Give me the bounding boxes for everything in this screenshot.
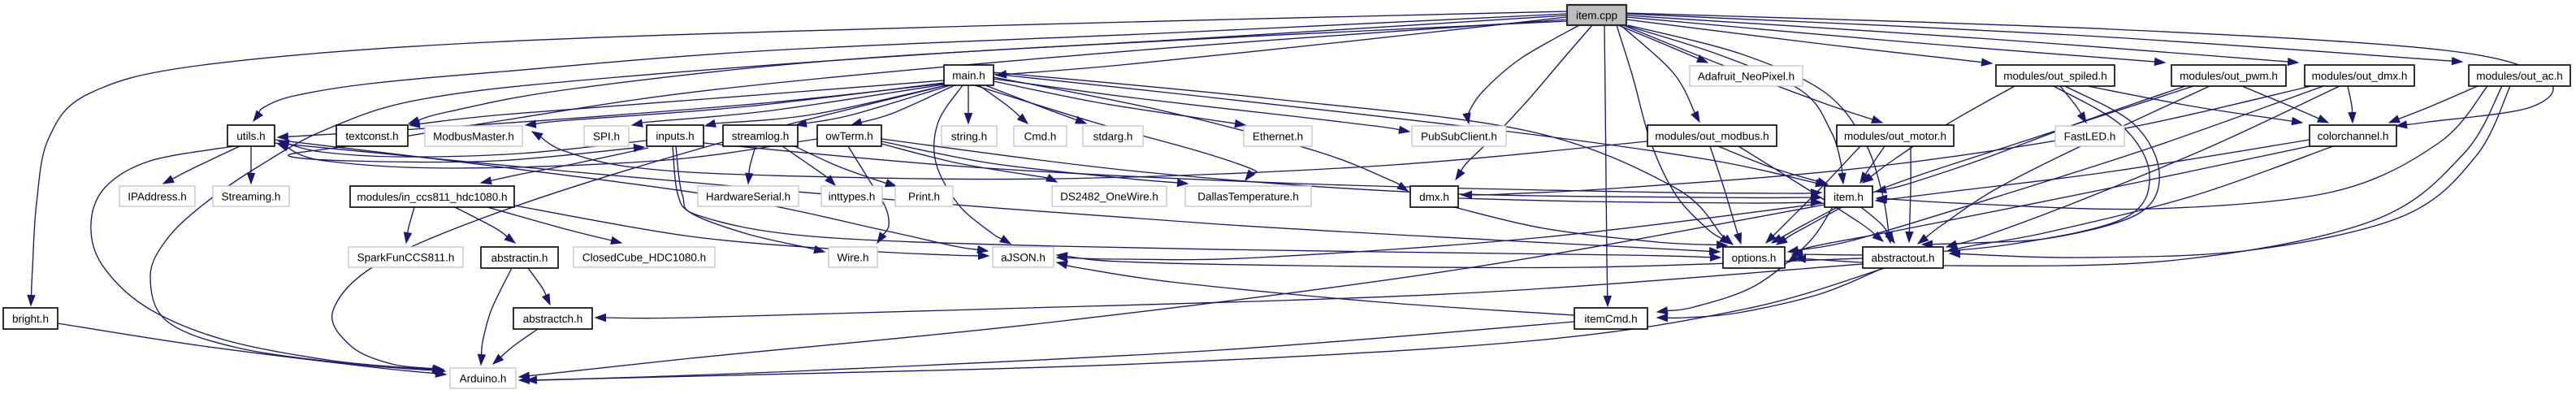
svg-text:streamlog.h: streamlog.h xyxy=(732,130,790,142)
svg-text:stdarg.h: stdarg.h xyxy=(1093,130,1133,142)
svg-text:DallasTemperature.h: DallasTemperature.h xyxy=(1197,190,1299,202)
svg-text:colorchannel.h: colorchannel.h xyxy=(2318,130,2389,142)
svg-text:bright.h: bright.h xyxy=(12,313,49,325)
svg-text:modules/out_spiled.h: modules/out_spiled.h xyxy=(2003,70,2107,82)
svg-text:PubSubClient.h: PubSubClient.h xyxy=(1421,130,1497,142)
svg-text:utils.h: utils.h xyxy=(236,130,265,142)
svg-text:textconst.h: textconst.h xyxy=(345,130,398,142)
svg-text:Ethernet.h: Ethernet.h xyxy=(1253,130,1303,142)
svg-text:SPI.h: SPI.h xyxy=(593,130,620,142)
svg-text:item.h: item.h xyxy=(1834,191,1864,203)
svg-text:main.h: main.h xyxy=(952,69,985,81)
svg-text:modules/in_ccs811_hdc1080.h: modules/in_ccs811_hdc1080.h xyxy=(357,191,507,203)
svg-text:modules/out_dmx.h: modules/out_dmx.h xyxy=(2312,70,2408,82)
svg-text:inttypes.h: inttypes.h xyxy=(829,190,876,202)
svg-text:HardwareSerial.h: HardwareSerial.h xyxy=(706,190,790,202)
svg-text:modules/out_motor.h: modules/out_motor.h xyxy=(1844,130,1946,142)
svg-text:Print.h: Print.h xyxy=(908,190,940,202)
svg-text:IPAddress.h: IPAddress.h xyxy=(128,190,187,202)
svg-text:string.h: string.h xyxy=(951,130,987,142)
svg-text:DS2482_OneWire.h: DS2482_OneWire.h xyxy=(1060,190,1158,202)
svg-text:Streaming.h: Streaming.h xyxy=(222,190,281,202)
svg-text:dmx.h: dmx.h xyxy=(1419,191,1449,203)
svg-text:ClosedCube_HDC1080.h: ClosedCube_HDC1080.h xyxy=(582,251,706,263)
svg-text:modules/out_ac.h: modules/out_ac.h xyxy=(2476,70,2563,82)
svg-text:options.h: options.h xyxy=(1732,252,1777,264)
svg-text:abstractch.h: abstractch.h xyxy=(523,313,583,325)
svg-text:SparkFunCCS811.h: SparkFunCCS811.h xyxy=(357,251,455,263)
svg-text:FastLED.h: FastLED.h xyxy=(2064,130,2116,142)
svg-text:itemCmd.h: itemCmd.h xyxy=(1584,313,1637,325)
svg-text:item.cpp: item.cpp xyxy=(1576,9,1617,21)
svg-text:Wire.h: Wire.h xyxy=(837,251,868,263)
svg-text:modules/out_modbus.h: modules/out_modbus.h xyxy=(1655,130,1769,142)
svg-text:abstractout.h: abstractout.h xyxy=(1871,252,1934,264)
svg-text:Arduino.h: Arduino.h xyxy=(460,372,507,384)
svg-text:aJSON.h: aJSON.h xyxy=(1001,251,1046,263)
svg-text:abstractin.h: abstractin.h xyxy=(491,252,548,264)
svg-text:inputs.h: inputs.h xyxy=(656,130,694,142)
svg-text:modules/out_pwm.h: modules/out_pwm.h xyxy=(2180,70,2278,82)
svg-text:Cmd.h: Cmd.h xyxy=(1024,130,1057,142)
svg-text:Adafruit_NeoPixel.h: Adafruit_NeoPixel.h xyxy=(1698,70,1795,82)
svg-text:ModbusMaster.h: ModbusMaster.h xyxy=(433,130,514,142)
svg-text:owTerm.h: owTerm.h xyxy=(825,130,873,142)
